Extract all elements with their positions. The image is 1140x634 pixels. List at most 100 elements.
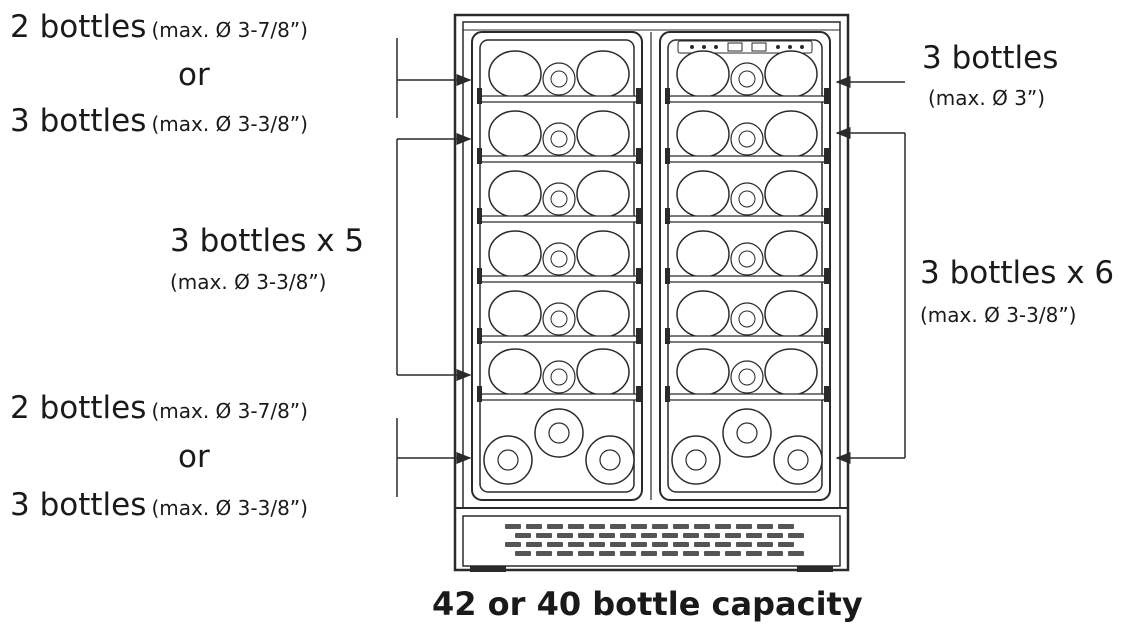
left-shelf-rail-2 [480,215,638,223]
left-middle-main: 3 bottles x 5 [170,223,365,259]
right-floor-bottle-neck-1 [736,422,758,444]
left-shelf-clip-l-0 [477,88,482,104]
left-bottom-line1-sub: (max. Ø 3-7/8”) [151,399,308,423]
grille-slot-0-0 [505,524,521,529]
grille-slot-1-5 [620,533,636,538]
left-bottle-neck-3 [550,250,568,268]
grille-slot-2-13 [778,542,794,547]
right-bottle-left-2 [676,170,730,218]
left-shelf-clip-r-3 [636,268,641,284]
grille-slot-0-3 [568,524,584,529]
left-shelf-rail-4 [480,335,638,343]
grille-slot-3-7 [662,551,678,556]
left-floor-bottle-neck-1 [548,422,570,444]
grille-slot-2-9 [694,542,710,547]
left-bottom-line1-main: 2 bottles [10,390,147,426]
grille-slot-0-11 [736,524,752,529]
right-door-outer [659,31,831,501]
grille-slot-0-13 [778,524,794,529]
right-top-sub: (max. Ø 3”) [928,86,1046,110]
right-bottle-right-1 [764,110,818,158]
grille-slot-1-9 [704,533,720,538]
right-floor-bottle-neck-2 [787,449,809,471]
left-top-line2: 3 bottles (max. Ø 3-3/8”) [10,106,308,137]
left-top-line2-sub: (max. Ø 3-3/8”) [151,112,308,136]
grille-slot-0-6 [631,524,647,529]
right-bottle-right-4 [764,290,818,338]
grille-slot-2-2 [547,542,563,547]
left-top-line1-sub: (max. Ø 3-7/8”) [151,18,308,42]
grille-slot-1-3 [578,533,594,538]
left-shelf-clip-l-3 [477,268,482,284]
left-shelf-clip-l-1 [477,148,482,164]
left-shelf-rail-5 [480,393,638,401]
left-bottom-line2: 3 bottles (max. Ø 3-3/8”) [10,490,308,521]
right-shelf-clip-r-5 [824,386,829,402]
right-bottle-right-2 [764,170,818,218]
left-bottle-left-0 [488,50,542,98]
grille-slot-3-1 [536,551,552,556]
right-shelf-clip-r-0 [824,88,829,104]
left-door-inner [479,39,635,493]
left-bottle-right-4 [576,290,630,338]
left-bottle-right-1 [576,110,630,158]
left-bottle-neck-4 [550,310,568,328]
left-bottle-left-4 [488,290,542,338]
right-bottle-left-5 [676,348,730,396]
right-bottle-right-0 [764,50,818,98]
left-bottom-line2-sub: (max. Ø 3-3/8”) [151,496,308,520]
grille-slot-3-9 [704,551,720,556]
right-shelf-clip-r-2 [824,208,829,224]
right-shelves [665,50,829,402]
left-bottle-neck-0 [550,70,568,88]
vent-grille [505,524,804,556]
grille-slot-2-12 [757,542,773,547]
grille-slot-2-5 [610,542,626,547]
grille-slot-3-4 [599,551,615,556]
left-middle-sub: (max. Ø 3-3/8”) [170,270,327,294]
panel-button-5 [788,45,792,49]
right-bottle-left-0 [676,50,730,98]
grille-slot-1-13 [788,533,804,538]
left-shelf-clip-r-4 [636,328,641,344]
cabinet-outline [453,13,850,572]
right-bottle-left-4 [676,290,730,338]
grille-slot-2-6 [631,542,647,547]
display-right [751,42,767,52]
right-bottle-neck-1 [738,130,756,148]
left-shelf-clip-l-4 [477,328,482,344]
left-shelf-clip-r-1 [636,148,641,164]
grille-slot-1-11 [746,533,762,538]
left-shelf-rail-1 [480,155,638,163]
display-left [727,42,743,52]
left-bottom-line2-main: 3 bottles [10,487,147,523]
grille-slot-0-8 [673,524,689,529]
left-shelf-clip-l-2 [477,208,482,224]
left-bottle-neck-5 [550,368,568,386]
grille-slot-1-1 [536,533,552,538]
right-bottle-neck-0 [738,70,756,88]
left-bottle-left-5 [488,348,542,396]
grille-slot-0-1 [526,524,542,529]
right-shelf-clip-l-2 [665,208,670,224]
grille-slot-3-2 [557,551,573,556]
left-floor-bottle-neck-2 [599,449,621,471]
left-bottle-left-1 [488,110,542,158]
right-shelf-clip-r-4 [824,328,829,344]
left-bottle-right-5 [576,348,630,396]
bottom-bottles [483,408,823,485]
grille-slot-3-13 [788,551,804,556]
right-shelf-clip-l-3 [665,268,670,284]
right-shelf-rail-0 [668,95,826,103]
left-top-line1: 2 bottles (max. Ø 3-7/8”) [10,12,308,43]
right-middle-main: 3 bottles x 6 [920,255,1115,291]
grille-slot-0-5 [610,524,626,529]
grille-slot-1-2 [557,533,573,538]
grille-slot-1-4 [599,533,615,538]
right-middle-sub: (max. Ø 3-3/8”) [920,303,1077,327]
left-shelf-rail-3 [480,275,638,283]
capacity-caption: 42 or 40 bottle capacity [432,585,863,623]
grille-slot-2-11 [736,542,752,547]
panel-button-2 [702,45,706,49]
